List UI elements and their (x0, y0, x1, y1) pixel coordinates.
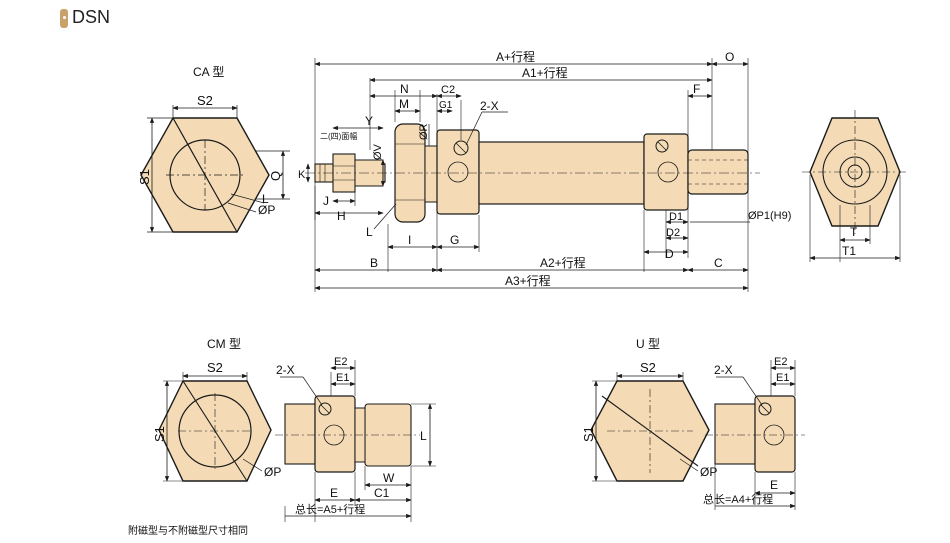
label-c2: C2 (441, 84, 455, 96)
label-g1: G1 (439, 100, 453, 111)
end-view: T T1 (802, 110, 908, 262)
cm-w-label: W (383, 471, 395, 485)
label-j: J (323, 194, 329, 208)
cm-x-label: 2-X (276, 363, 295, 377)
u-e2-label: E2 (774, 356, 787, 368)
ca-q-label: Q (268, 171, 283, 181)
label-b: B (370, 256, 378, 270)
cm-total-label: 总长=A5+行程 (295, 502, 365, 516)
ca-l-label: L (262, 192, 269, 206)
label-a3: A3+行程 (505, 273, 551, 288)
label-k: K (298, 169, 306, 181)
label-p1: ØP1(H9) (748, 210, 791, 222)
model-title: DSN (72, 7, 111, 27)
ca-p-label: ØP (258, 203, 275, 217)
u-x-label: 2-X (714, 363, 733, 377)
u-s2-label: S2 (640, 360, 656, 375)
u-e1-label: E1 (776, 372, 789, 384)
label-y: Y (365, 114, 373, 128)
label-i: I (408, 233, 411, 247)
cm-l-label: L (420, 429, 427, 443)
label-a2: A2+行程 (540, 255, 586, 270)
cm-e1-label: E1 (336, 372, 349, 384)
header: DSN (0, 0, 950, 36)
u-total-label: 总长=A4+行程 (703, 492, 773, 506)
ca-view: CA 型 S2 S1 Q L ØP (137, 65, 290, 233)
cm-e-label: E (330, 486, 338, 500)
label-g: G (450, 233, 459, 247)
cm-barrel-stub (284, 403, 316, 465)
label-a1: A1+行程 (522, 65, 568, 80)
ca-s2-label: S2 (197, 93, 213, 108)
cm-view: CM 型 S2 S1 ØP E2 E1 2-X (152, 337, 436, 522)
label-t: T (850, 225, 858, 239)
u-barrel-stub (714, 403, 756, 465)
label-c: C (714, 256, 723, 270)
label-h: H (337, 209, 346, 223)
footer-note: 附磁型与不附磁型尺寸相同 (128, 526, 248, 537)
label-x: 2-X (480, 99, 499, 113)
u-e-label: E (770, 478, 778, 492)
label-d: D (665, 247, 674, 261)
u-s1-label: S1 (581, 426, 596, 442)
label-n: N (400, 82, 409, 96)
cm-p-label: ØP (264, 465, 281, 479)
label-o: O (725, 50, 734, 64)
u-view: U 型 S2 S1 ØP E2 E1 2-X E 总长 (581, 337, 805, 510)
label-a: A+行程 (496, 49, 535, 64)
cm-c1-label: C1 (374, 486, 390, 500)
ca-title: CA 型 (193, 65, 224, 79)
label-m: M (399, 97, 409, 111)
cm-e2-label: E2 (334, 356, 347, 368)
label-t1: T1 (842, 244, 856, 258)
rear-clevis (687, 149, 749, 195)
label-d1: D1 (669, 211, 683, 223)
cm-s2-label: S2 (207, 360, 223, 375)
label-f: F (693, 82, 700, 96)
cm-s1-label: S1 (152, 426, 167, 442)
label-r: ØR (418, 123, 430, 140)
label-flat-note: 二(四)面幅 (320, 131, 357, 141)
ca-s1-label: S1 (137, 169, 152, 185)
u-p-label: ØP (700, 465, 717, 479)
main-view: A+行程 O A1+行程 N C2 M G1 2-X F Y 二(四)面幅 ØV… (298, 49, 791, 292)
label-l: L (366, 225, 373, 239)
accent-dot-icon (63, 16, 66, 19)
label-v: ØV (372, 143, 384, 160)
label-d2: D2 (666, 227, 680, 239)
u-title: U 型 (636, 337, 660, 351)
cm-title: CM 型 (207, 337, 241, 351)
